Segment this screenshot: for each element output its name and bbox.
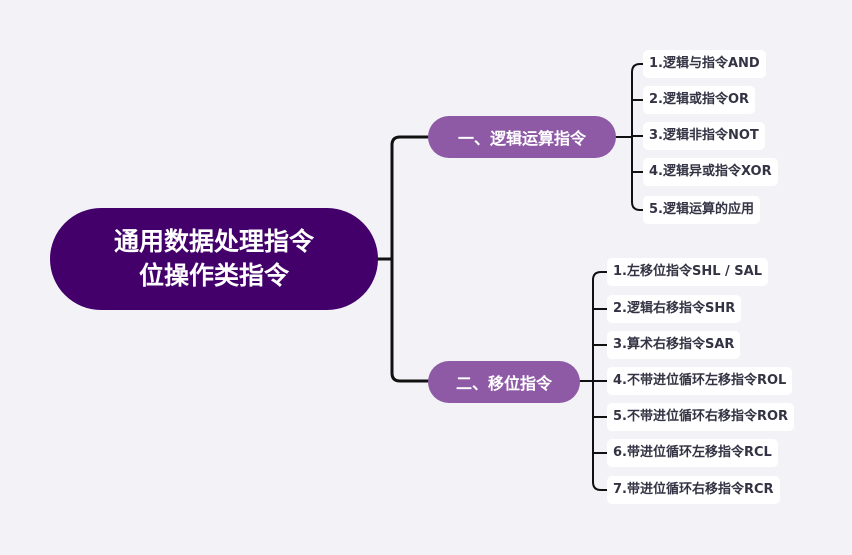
connector-root-to-branch-2 (390, 257, 430, 383)
connector-branch-2-leaf-1 (592, 271, 608, 281)
leaf-topic-rcl[interactable]: 6.带进位循环左移指令RCL (607, 439, 778, 467)
root-topic[interactable]: 通用数据处理指令 位操作类指令 (50, 208, 378, 310)
leaf-topic-rcr[interactable]: 7.带进位循环右移指令RCR (607, 476, 780, 504)
branch-topic-logic-ops[interactable]: 一、逻辑运算指令 (428, 116, 616, 158)
leaf-topic-rol[interactable]: 4.不带进位循环左移指令ROL (607, 367, 793, 395)
leaf-topic-ror[interactable]: 5.不带进位循环右移指令ROR (607, 403, 795, 431)
connector-root-to-branch-1 (390, 135, 430, 261)
branch-topic-shift-ops[interactable]: 二、移位指令 (428, 361, 580, 403)
root-title-line-1: 通用数据处理指令 (113, 227, 314, 256)
leaf-topic-and[interactable]: 1.逻辑与指令AND (643, 50, 766, 78)
leaf-topic-shl-sal[interactable]: 1.左移位指令SHL / SAL (607, 258, 769, 286)
leaf-topic-xor[interactable]: 4.逻辑异或指令XOR (643, 158, 778, 186)
leaf-topic-shr[interactable]: 2.逻辑右移指令SHR (607, 295, 742, 323)
root-title-line-2: 位操作类指令 (138, 261, 289, 290)
connector-branch-1-leaf-1 (631, 63, 644, 73)
connector-branch-2-leaf-7 (592, 481, 608, 491)
leaf-topic-logic-application[interactable]: 5.逻辑运算的应用 (643, 196, 760, 224)
leaf-topic-not[interactable]: 3.逻辑非指令NOT (643, 122, 765, 150)
leaf-topic-or[interactable]: 2.逻辑或指令OR (643, 86, 756, 114)
leaf-topic-sar[interactable]: 3.算术右移指令SAR (607, 331, 741, 359)
connector-branch-1-leaf-5 (631, 201, 644, 211)
